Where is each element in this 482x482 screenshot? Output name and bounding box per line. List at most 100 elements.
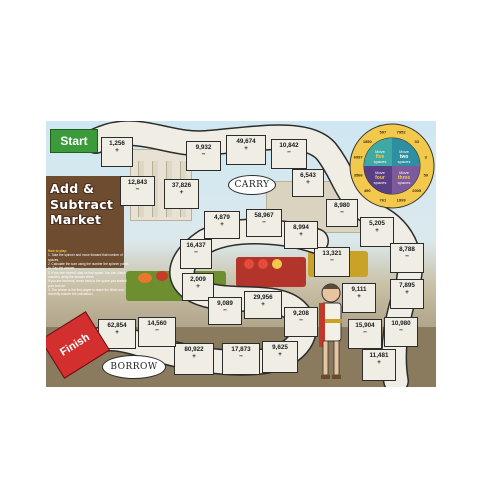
spinner-segment [392, 166, 420, 194]
how-to-play-line: 1. Take the spinner and move forward tha… [48, 253, 123, 262]
square-operator: − [340, 209, 344, 217]
spinner-text: three [398, 175, 410, 181]
produce [258, 259, 268, 269]
square-value: 8,788 [399, 246, 415, 253]
square-value: 62,854 [107, 322, 127, 329]
square-operator: − [399, 327, 403, 335]
board-square[interactable]: 15,904− [348, 319, 382, 349]
board-square[interactable]: 11,481+ [362, 349, 396, 381]
board-game-market: Add & Subtract Market How to play: 1. Ta… [46, 121, 436, 387]
produce [138, 273, 152, 283]
board-square[interactable]: 17,873− [222, 343, 260, 375]
spinner-ring-number: 1999 [397, 197, 407, 202]
square-value: 8,994 [293, 224, 309, 231]
title-line: Market [50, 212, 102, 228]
square-value: 9,625 [272, 344, 288, 351]
board-square[interactable]: 10,980− [384, 317, 418, 347]
finish-label: Finish [58, 331, 92, 359]
square-operator: − [363, 329, 367, 337]
board-square[interactable]: 9,208− [284, 307, 318, 337]
square-value: 13,321 [322, 250, 342, 257]
square-operator: + [196, 283, 200, 291]
square-value: 37,826 [171, 182, 192, 189]
spinner-ring-number: 597 [380, 130, 387, 135]
board-square[interactable]: 5,205+ [360, 217, 394, 247]
square-operator: − [287, 149, 291, 157]
board-square[interactable]: 58,967− [246, 209, 282, 237]
board-square[interactable]: 12,843− [120, 176, 155, 206]
square-operator: + [115, 329, 119, 337]
square-value: 16,437 [186, 242, 206, 249]
produce [272, 259, 282, 269]
board-square[interactable]: 7,895+ [390, 279, 424, 309]
spinner-segment [392, 138, 420, 166]
spinner-ring-number: 33 [414, 139, 419, 144]
how-to-play-line: If you are incorrect, move back to the s… [48, 279, 127, 288]
roman-guard-character [319, 283, 342, 379]
square-operator: + [377, 359, 381, 367]
square-value: 10,980 [391, 320, 411, 327]
square-operator: − [330, 257, 334, 265]
spinner-ring-number: 1850 [363, 139, 373, 144]
square-value: 14,560 [147, 320, 167, 327]
spinner-text: Move [399, 170, 410, 175]
board-square[interactable]: 14,560− [138, 317, 176, 347]
spinner-ring-number: 7952 [397, 130, 407, 135]
spinner-text: spaces [374, 159, 387, 164]
spinner-text: spaces [374, 180, 387, 185]
board-square[interactable]: 10,842− [271, 139, 307, 169]
square-operator: + [261, 301, 265, 309]
board-square[interactable]: 8,994+ [284, 221, 318, 249]
board-square[interactable]: 49,674+ [226, 135, 266, 165]
board-square[interactable]: 13,321− [314, 247, 350, 277]
square-value: 1,256 [109, 140, 125, 147]
square-operator: + [375, 227, 379, 235]
board-square[interactable]: 9,625+ [262, 341, 298, 373]
square-value: 9,932 [195, 144, 212, 151]
board-square[interactable]: 8,788− [390, 243, 424, 273]
spinner-ring-number: 3566 [354, 173, 364, 178]
game-title: Add & Subtract Market [50, 181, 122, 228]
how-to-play-line: 3. If you are correct, stay on that spac… [48, 270, 126, 279]
spinner-segment [364, 138, 392, 166]
board-square[interactable]: 9,089− [208, 297, 242, 325]
board-square[interactable]: 9,932− [186, 141, 221, 171]
square-value: 17,873 [231, 346, 251, 353]
square-value: 80,922 [184, 346, 204, 353]
board-square[interactable]: 2,009+ [182, 273, 214, 301]
square-operator: + [192, 353, 196, 361]
board-square[interactable]: 16,437− [180, 239, 212, 269]
spinner-text: Move [375, 170, 386, 175]
spinner-text: Move [375, 149, 386, 154]
square-operator: − [405, 253, 409, 261]
spinner-ring-number: 6997 [354, 154, 364, 159]
square-value: 7,895 [399, 282, 415, 289]
square-operator: − [239, 353, 243, 361]
title-line: Subtract [50, 196, 114, 212]
square-operator: − [155, 327, 159, 335]
board-square[interactable]: 80,922+ [174, 343, 214, 375]
board-square[interactable]: 6,543+ [292, 169, 324, 197]
square-operator: − [299, 317, 303, 325]
spinner-text: Move [399, 149, 410, 154]
spinner-text: spaces [398, 180, 411, 185]
square-operator: + [179, 189, 184, 197]
square-operator: + [357, 293, 361, 301]
square-operator: − [223, 307, 227, 315]
spinner-text: four [375, 175, 385, 181]
board-square[interactable]: 4,879+ [204, 211, 240, 239]
square-value: 12,843 [127, 179, 148, 186]
square-operator: − [194, 249, 198, 257]
square-value: 8,980 [334, 202, 350, 209]
square-value: 6,543 [300, 172, 316, 179]
board-square[interactable]: 9,111+ [342, 283, 376, 313]
title-line: Add & [50, 181, 95, 196]
square-value: 9,208 [293, 310, 309, 317]
board-square[interactable]: 37,826+ [164, 179, 199, 209]
board-square[interactable]: 1,256+ [101, 137, 133, 167]
start-square[interactable]: Start [50, 129, 98, 153]
board-square[interactable]: 8,980− [326, 199, 358, 227]
board-square[interactable]: 29,956+ [244, 291, 282, 319]
